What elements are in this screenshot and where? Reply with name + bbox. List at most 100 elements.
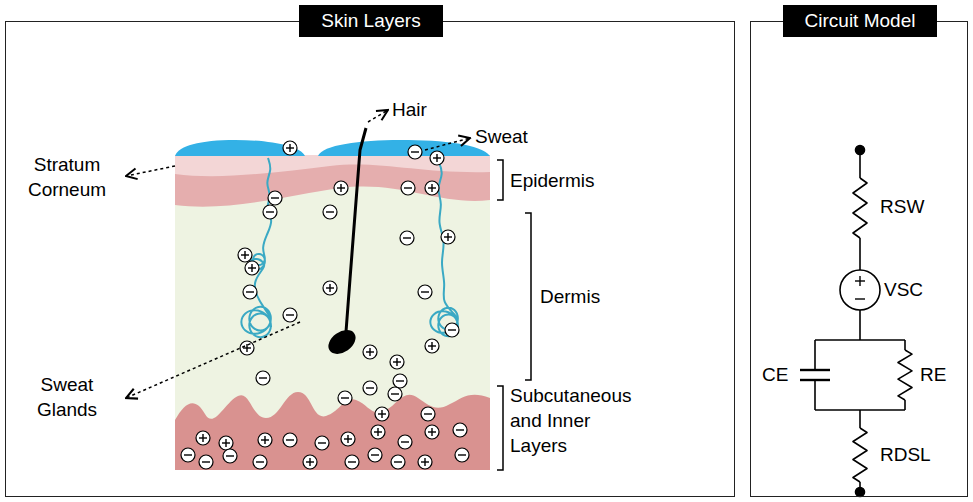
skin-block <box>175 155 490 470</box>
ion-sign <box>271 197 279 198</box>
panel: Skin Layers <box>5 21 735 497</box>
ion-circle <box>338 391 352 405</box>
ion-circle <box>181 448 195 462</box>
capacitor-symbol <box>800 369 830 371</box>
ion-sign <box>391 393 399 394</box>
ion-sign <box>456 429 464 430</box>
resistor-symbol <box>853 428 867 482</box>
sweat-drop <box>318 140 490 156</box>
ion-symbol <box>345 455 359 469</box>
ion-symbol <box>441 230 455 244</box>
ion-circle <box>253 455 267 469</box>
ion-symbol <box>263 205 277 219</box>
component-label: VSC <box>884 277 923 302</box>
ion-symbol <box>375 407 389 421</box>
wire <box>815 339 905 341</box>
ion-symbol <box>199 455 213 469</box>
ion-symbol <box>363 381 377 395</box>
ion-symbol <box>418 455 432 469</box>
ion-symbol <box>363 345 377 359</box>
ion-symbol <box>240 341 254 355</box>
ion-sign <box>286 439 294 440</box>
wire <box>904 340 906 350</box>
ion-sign <box>401 441 409 442</box>
ion-symbol <box>400 231 414 245</box>
ion-symbol <box>283 433 297 447</box>
ion-sign <box>377 428 378 436</box>
ion-sign <box>259 377 267 378</box>
ion-symbol <box>243 285 257 299</box>
wire <box>904 400 906 410</box>
ion-circle <box>345 455 359 469</box>
wire <box>814 340 816 370</box>
ion-circle <box>368 448 382 462</box>
part-label: Subcutaneous and Inner Layers <box>510 383 650 458</box>
wire <box>859 410 861 428</box>
ion-circle <box>323 281 337 295</box>
leader-line <box>368 110 388 122</box>
ion-sign <box>436 154 437 162</box>
part-label: Stratum Corneum <box>12 152 122 202</box>
ion-circle <box>430 151 444 165</box>
ion-symbol <box>223 449 237 463</box>
bracket <box>497 386 503 470</box>
ion-symbol <box>334 181 348 195</box>
ion-sign <box>266 211 274 212</box>
ion-circle <box>283 141 297 155</box>
wire <box>859 238 861 270</box>
ion-symbol <box>323 281 337 295</box>
ion-circle <box>363 345 377 359</box>
ion-circle <box>243 285 257 299</box>
polarity-sign <box>855 298 865 299</box>
ion-sign <box>184 454 192 455</box>
ion-circle <box>418 455 432 469</box>
component-label: RDSL <box>880 442 931 467</box>
ion-circle <box>375 407 389 421</box>
polarity-sign <box>859 276 860 286</box>
ion-symbol <box>388 387 402 401</box>
ion-circle <box>425 425 439 439</box>
ion-sign <box>421 291 429 292</box>
ion-sign <box>326 211 334 212</box>
voltage-source-symbol <box>840 270 880 310</box>
ion-circle <box>421 407 435 421</box>
ion-sign <box>403 237 411 238</box>
ion-circle <box>196 431 210 445</box>
ion-symbol <box>368 448 382 462</box>
part-label: Sweat <box>475 124 528 149</box>
ion-sign <box>424 458 425 466</box>
ion-symbol <box>315 436 329 450</box>
leader-line <box>126 166 175 176</box>
ion-circle <box>408 145 422 159</box>
ion-sign <box>371 454 379 455</box>
ion-symbol <box>283 141 297 155</box>
ion-sign <box>286 314 294 315</box>
ion-sign <box>289 144 290 152</box>
ion-sign <box>340 184 341 192</box>
ion-sign <box>448 329 456 330</box>
ion-symbol <box>453 423 467 437</box>
ion-symbol <box>390 355 404 369</box>
panel: Circuit Model <box>750 21 968 497</box>
hair-follicle <box>324 325 360 359</box>
component-label: RSW <box>880 194 924 219</box>
ion-symbol <box>421 407 435 421</box>
panel-title: Circuit Model <box>783 5 938 37</box>
ion-symbol <box>341 432 355 446</box>
bracket <box>525 213 531 380</box>
ion-circle <box>425 339 439 353</box>
ion-sign <box>404 187 412 188</box>
ion-sign <box>347 435 348 443</box>
ion-sign <box>309 458 310 466</box>
ion-symbol <box>371 425 385 439</box>
ion-sign <box>424 413 432 414</box>
ion-circle <box>363 381 377 395</box>
ion-circle <box>341 432 355 446</box>
ion-symbol <box>258 433 272 447</box>
ion-sign <box>251 264 252 272</box>
ion-circle <box>263 205 277 219</box>
ion-symbol <box>323 205 337 219</box>
ion-symbol <box>418 285 432 299</box>
ion-sign <box>256 461 264 462</box>
